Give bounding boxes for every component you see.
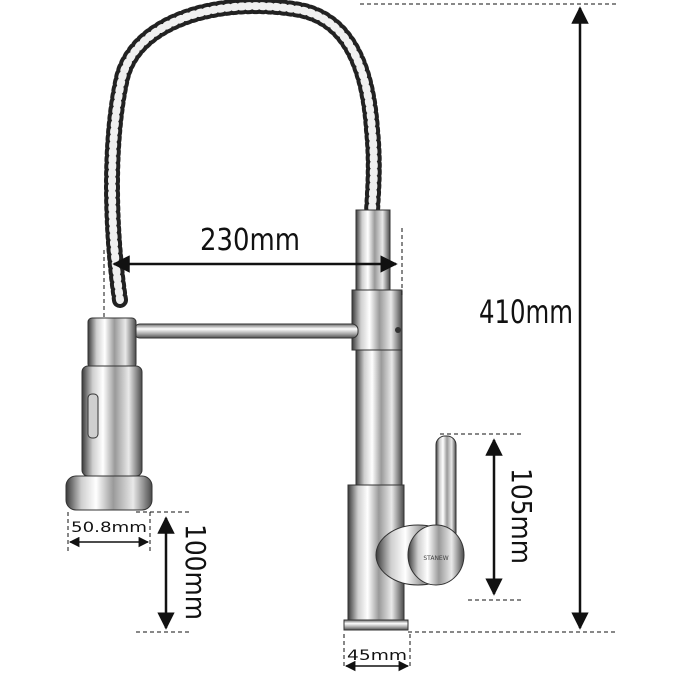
brand-logo: STANEW bbox=[423, 555, 448, 562]
faucet-handle: STANEW bbox=[375, 435, 465, 586]
spray-holder-arm bbox=[133, 323, 359, 339]
faucet-body bbox=[343, 289, 409, 631]
label-handle-height: 105mm bbox=[505, 468, 538, 564]
dimension-lines bbox=[67, 3, 616, 672]
label-base-diameter: 45mm bbox=[347, 648, 407, 664]
label-spout-reach: 230mm bbox=[200, 223, 300, 258]
label-sprayer-height: 100mm bbox=[179, 524, 212, 620]
spring-coil bbox=[104, 0, 382, 308]
label-total-height: 410mm bbox=[479, 293, 573, 331]
label-sprayer-diameter: 50.8mm bbox=[71, 520, 147, 536]
spring-sleeve bbox=[355, 209, 391, 296]
sprayer-head bbox=[65, 317, 153, 511]
